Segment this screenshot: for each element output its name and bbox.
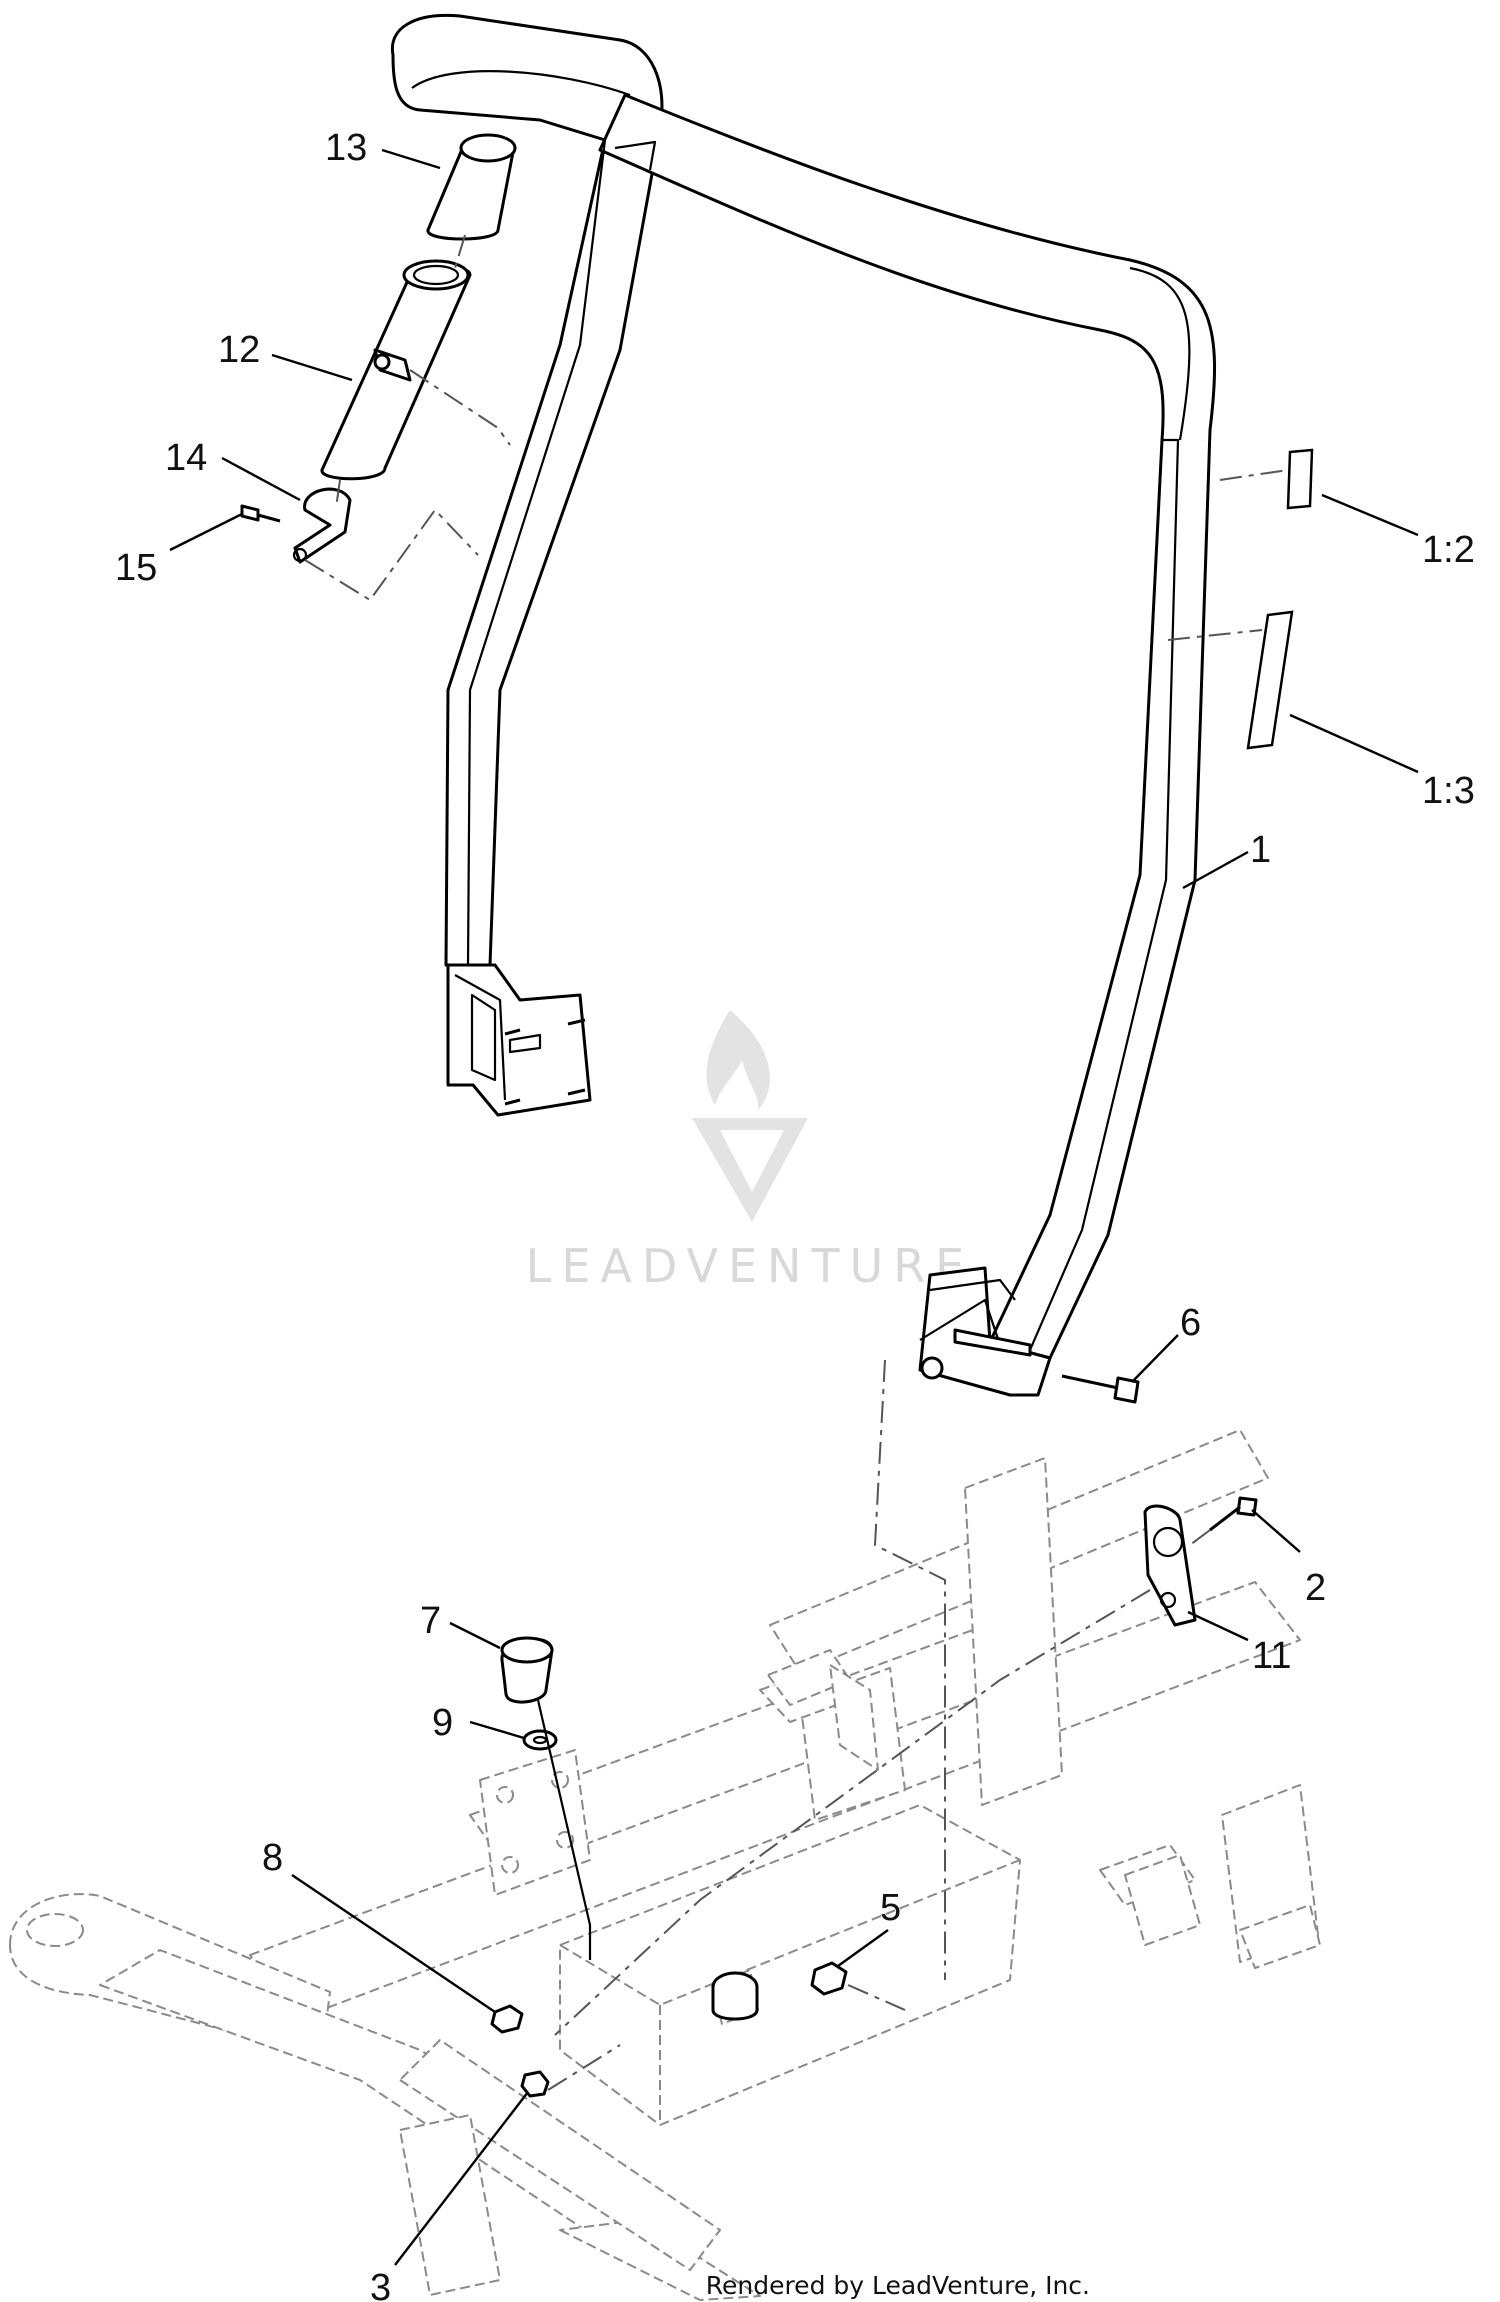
leader-1-3 <box>1289 713 1419 774</box>
leader-11 <box>1187 1610 1249 1642</box>
flame-logo-icon <box>692 1010 808 1222</box>
callout-3: 3 <box>370 2267 391 2302</box>
callout-8: 8 <box>262 1837 283 1879</box>
callout-9: 9 <box>432 1702 453 1744</box>
callout-1: 1 <box>1250 829 1271 871</box>
callout-7: 7 <box>420 1600 441 1642</box>
nut-part-5 <box>810 1961 848 1996</box>
callout-14: 14 <box>165 437 207 479</box>
lower-hardware <box>490 1636 906 2098</box>
callout-5: 5 <box>880 1887 901 1929</box>
callout-2: 2 <box>1305 1567 1326 1609</box>
washer-part-9 <box>522 1729 558 1751</box>
leader-1 <box>1182 850 1249 890</box>
leader-2 <box>1251 1509 1301 1553</box>
rops-bar <box>390 13 1217 1397</box>
mount-hardware <box>554 1359 1258 2036</box>
render-credit: Rendered by LeadVenture, Inc. <box>706 2271 1090 2300</box>
decal-1-3 <box>1246 610 1294 750</box>
leader-lines <box>169 148 1419 2266</box>
leader-6 <box>1131 1334 1179 1383</box>
leader-12 <box>271 353 353 382</box>
leader-3 <box>394 2091 529 2266</box>
leader-7 <box>449 1621 501 1650</box>
nut-part-3 <box>520 2070 550 2098</box>
callout-13: 13 <box>325 127 367 169</box>
canister-assembly <box>240 133 517 602</box>
leader-5 <box>837 1929 889 1967</box>
leader-1-2 <box>1321 493 1419 537</box>
leader-8 <box>291 1874 496 2013</box>
leader-14 <box>221 456 301 502</box>
callout-1-3: 1:3 <box>1422 770 1475 812</box>
leader-15 <box>169 512 243 552</box>
nut-part-8 <box>490 2004 524 2034</box>
callout-6: 6 <box>1180 1302 1201 1344</box>
callout-15: 15 <box>115 547 157 589</box>
decals <box>1167 448 1314 750</box>
callout-1-2: 1:2 <box>1422 529 1475 571</box>
watermark-text: LEADVENTURE <box>526 1239 975 1293</box>
callout-11: 11 <box>1252 1635 1291 1677</box>
bolt-part-6 <box>1113 1376 1140 1404</box>
bolt-part-15 <box>240 504 260 522</box>
tractor-frame <box>9 1429 1321 2301</box>
leader-9 <box>469 1720 525 1740</box>
leader-13 <box>381 148 441 170</box>
decal-1-2 <box>1286 448 1314 510</box>
leadventure-watermark: LEADVENTURE <box>526 1010 975 1293</box>
callout-labels: 13 12 14 15 1:2 1:3 1 6 2 11 7 9 8 5 3 <box>115 127 1475 2302</box>
callout-12: 12 <box>218 329 260 371</box>
plate-part-11 <box>1143 1504 1197 1627</box>
